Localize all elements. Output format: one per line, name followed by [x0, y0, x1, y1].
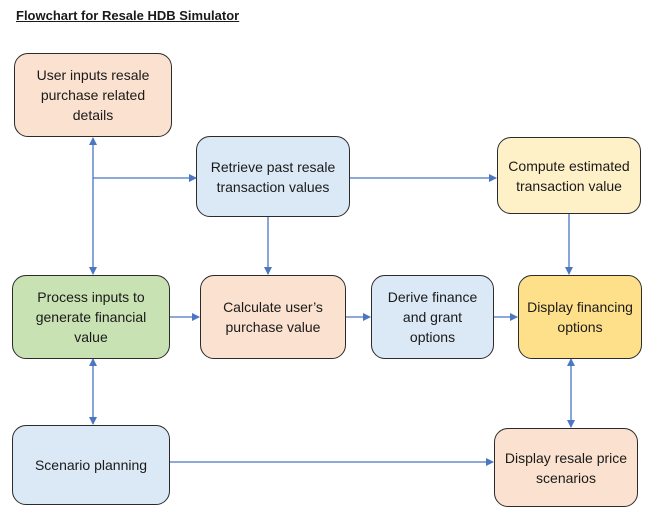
diagram-title: Flowchart for Resale HDB Simulator [16, 8, 240, 23]
node-retrieve: Retrieve past resale transaction values [196, 136, 350, 217]
node-compute: Compute estimated transaction value [497, 137, 641, 214]
node-user-inputs: User inputs resale purchase related deta… [14, 53, 172, 137]
node-scenario-label: Scenario planning [34, 457, 148, 473]
node-process-label: Process inputs to generate financial val… [35, 289, 147, 345]
node-compute-label: Compute estimated transaction value [508, 157, 630, 194]
node-calculate-label: Calculate user’s purchase value [223, 299, 323, 335]
node-process: Process inputs to generate financial val… [12, 275, 170, 359]
node-derive-label: Derive finance and grant options [387, 289, 478, 345]
node-display-resale: Display resale price scenarios [494, 428, 638, 507]
node-user-inputs-label: User inputs resale purchase related deta… [36, 67, 150, 123]
node-calculate: Calculate user’s purchase value [200, 275, 346, 359]
node-display-resale-label: Display resale price scenarios [504, 449, 628, 486]
node-display-financing: Display financing options [518, 275, 642, 359]
node-scenario: Scenario planning [12, 425, 170, 505]
node-display-financing-label: Display financing options [527, 299, 633, 335]
node-derive: Derive finance and grant options [371, 275, 494, 359]
node-retrieve-label: Retrieve past resale transaction values [210, 158, 336, 195]
